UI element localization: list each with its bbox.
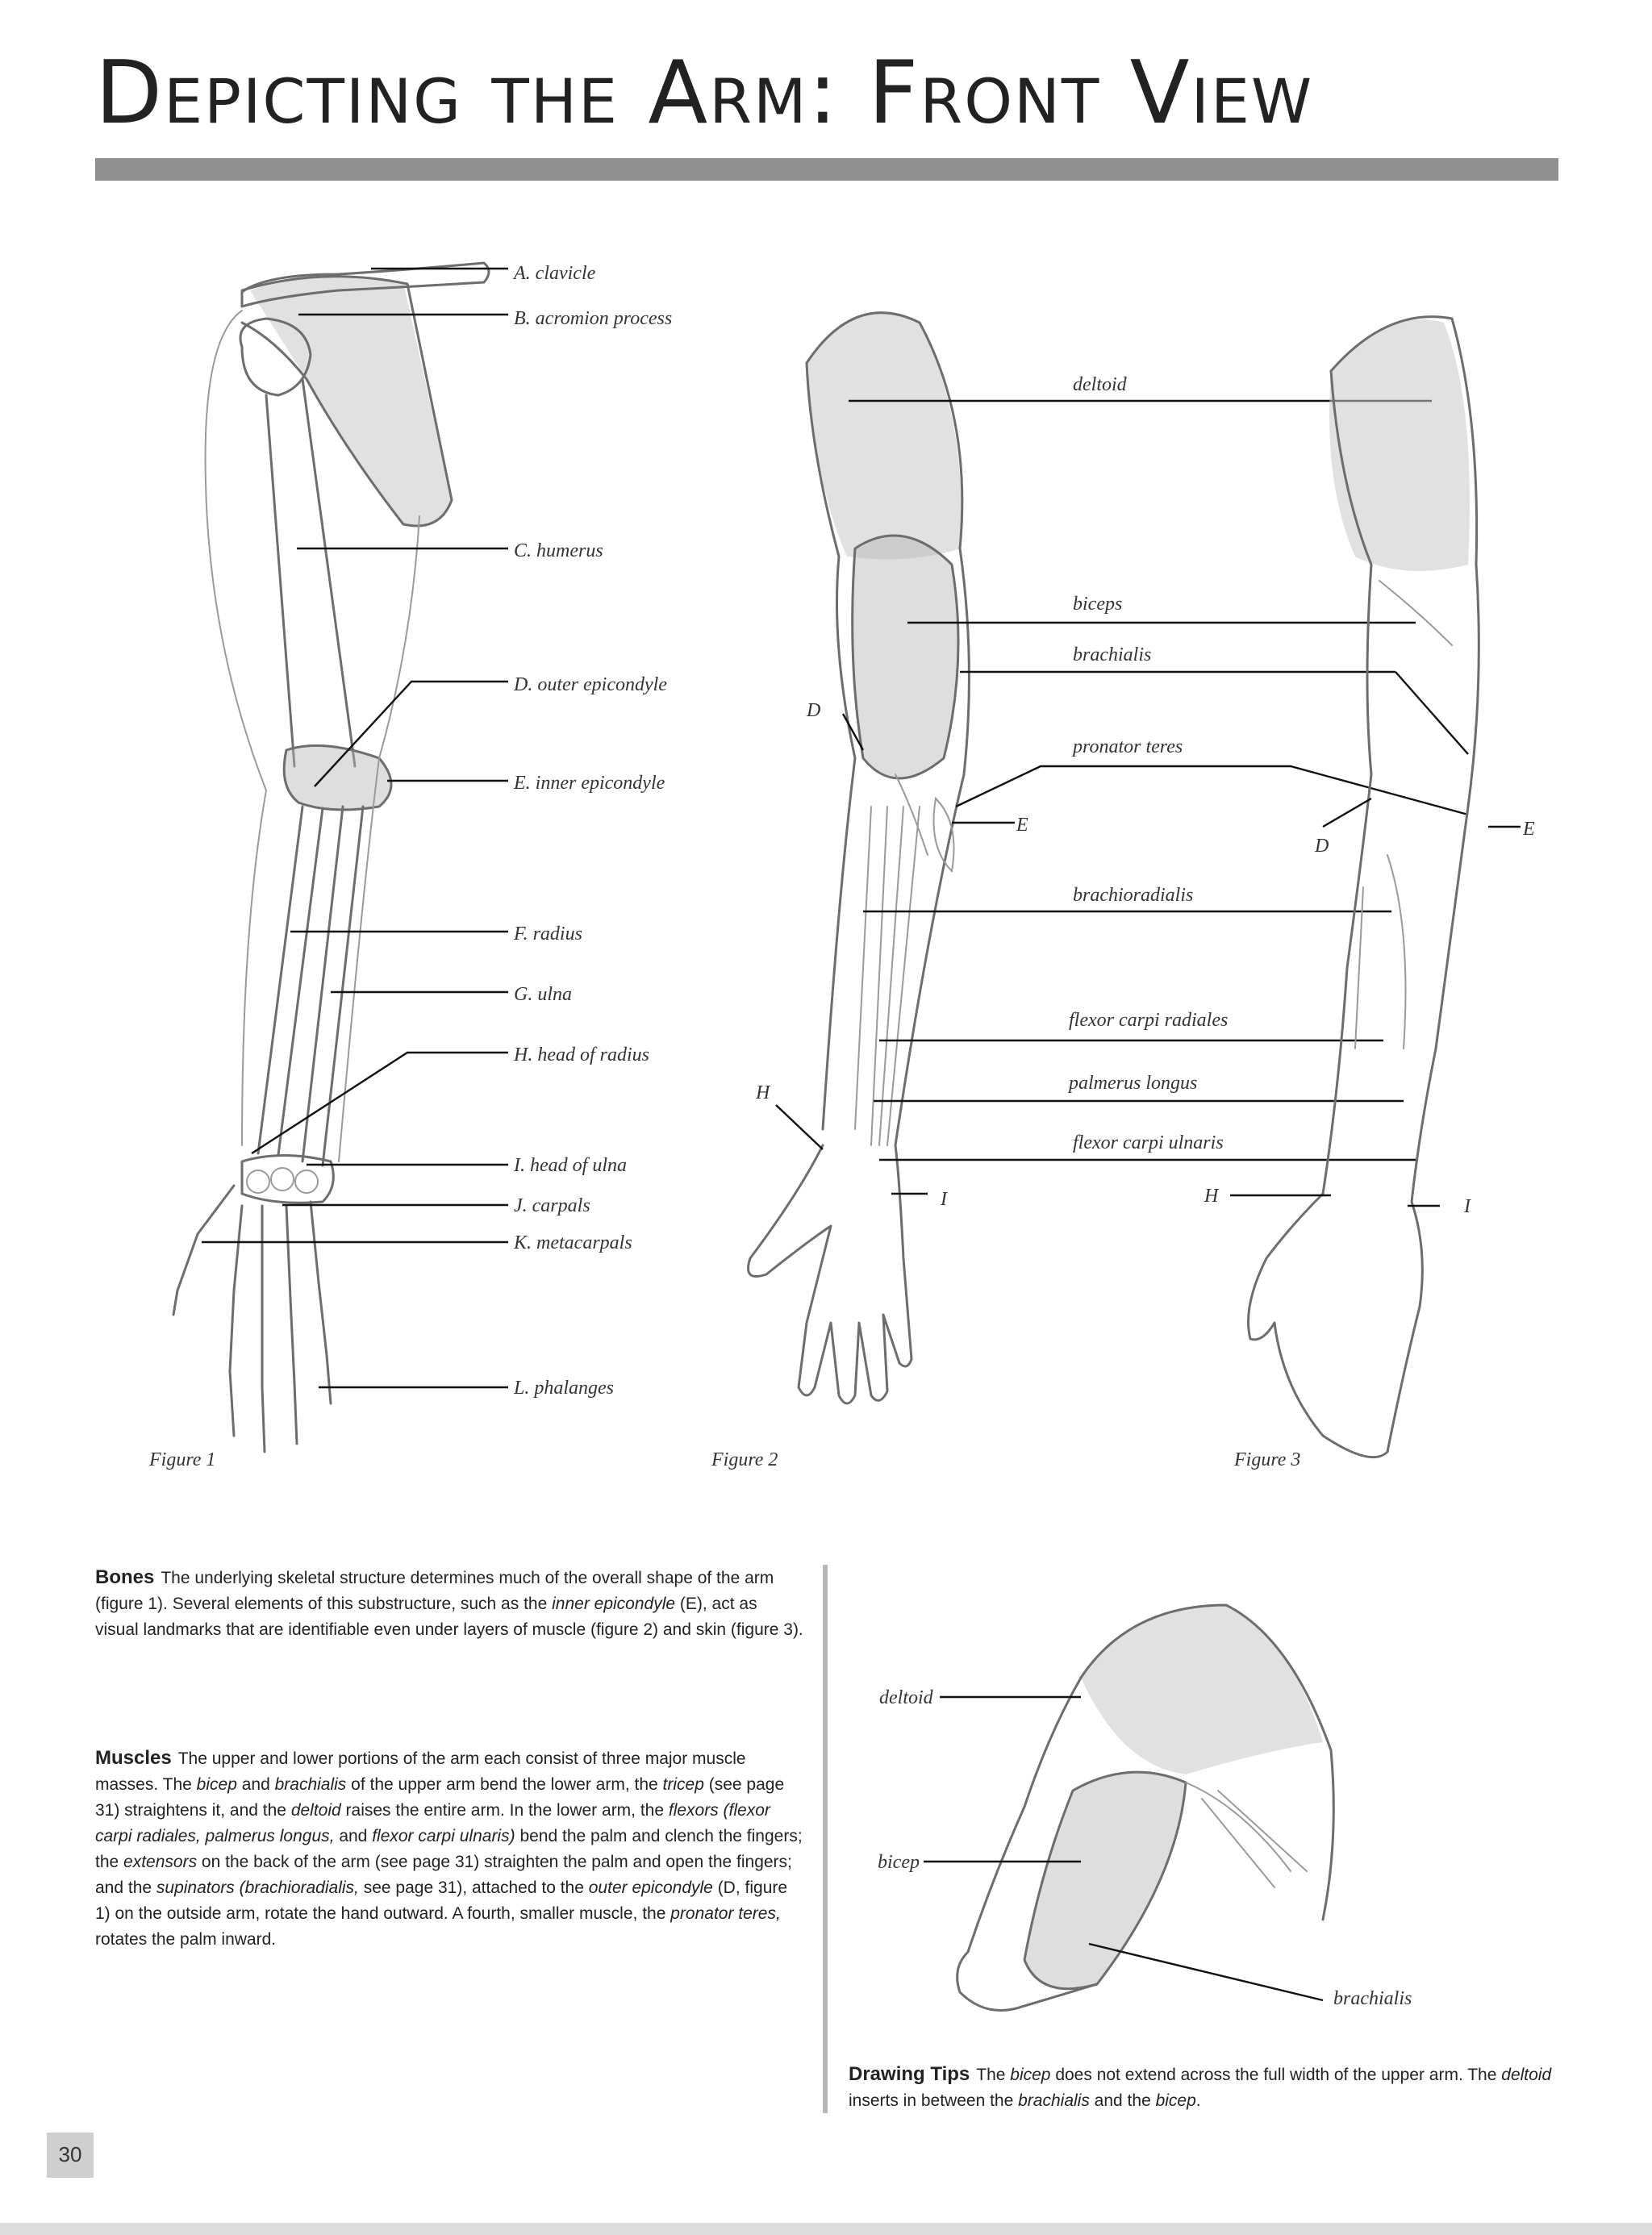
label-fig4-brachialis: brachialis (1333, 1988, 1412, 2009)
page-title: Depicting the Arm: Front View (95, 43, 1314, 144)
figure-3-labels: D E H I Figure 3 (1204, 819, 1535, 1470)
m-t3: and (236, 1775, 275, 1794)
page-number-box (47, 2133, 94, 2178)
figure-1-leaders (202, 267, 508, 1389)
label-fig4-bicep: bicep (878, 1852, 920, 1873)
label-fig2-d: D (806, 700, 820, 721)
tips-t7: and the (1089, 2091, 1156, 2110)
label-carpals: J. carpals (514, 1195, 590, 1216)
m-t9: raises the entire arm. In the lower arm,… (340, 1801, 669, 1820)
m-t2: bicep (196, 1775, 237, 1794)
label-humerus: C. humerus (514, 540, 603, 561)
figure-2-caption: Figure 2 (711, 1449, 778, 1470)
figure-4-leaders (924, 1695, 1324, 2002)
label-ulna: G. ulna (514, 984, 572, 1005)
figure-3-skin-drawing (1247, 315, 1480, 1459)
m-t17: see page 31), attached to the (358, 1878, 589, 1897)
bones-text-2: inner epicondyle (552, 1595, 676, 1613)
label-fig4-deltoid: deltoid (879, 1687, 934, 1708)
figure-4-shoulder-drawing (956, 1603, 1335, 2012)
label-flexor-carpi-radiales: flexor carpi radiales (1069, 1010, 1228, 1031)
figure-3-leaders (1230, 797, 1521, 1207)
label-brachioradialis: brachioradialis (1073, 885, 1193, 906)
label-clavicle: A. clavicle (512, 263, 596, 284)
bones-heading: Bones (95, 1566, 155, 1588)
m-t19: (D, figure 1) on the outside arm, rotate… (95, 1878, 788, 1923)
m-t8: deltoid (290, 1801, 341, 1820)
figure-1-labels: A. clavicle B. acromion process C. humer… (148, 263, 672, 1470)
tips-t2: bicep (1010, 2066, 1051, 2084)
label-fig3-h: H (1204, 1186, 1220, 1207)
label-palmerus-longus: palmerus longus (1067, 1073, 1197, 1094)
m-t11: and (334, 1827, 373, 1845)
tips-t6: brachialis (1018, 2091, 1090, 2110)
tips-t8: bicep (1155, 2091, 1196, 2110)
tips-t4: deltoid (1501, 2066, 1552, 2084)
drawing-tips-paragraph: Drawing Tips The bicep does not extend ac… (849, 2062, 1558, 2114)
m-t13: bend the palm and clench the fingers; th… (95, 1827, 803, 1871)
label-inner-epicondyle: E. inner epicondyle (513, 773, 665, 794)
label-deltoid: deltoid (1073, 374, 1128, 395)
tips-heading: Drawing Tips (849, 2063, 970, 2085)
label-head-of-ulna: I. head of ulna (513, 1155, 627, 1176)
m-t10: flexors (flexor carpi radiales, palmerus… (95, 1801, 770, 1845)
tips-t1: The (976, 2066, 1011, 2084)
tips-t9: . (1195, 2091, 1201, 2110)
figure-2-labels: deltoid biceps brachialis pronator teres… (711, 374, 1228, 1470)
label-phalanges: L. phalanges (513, 1378, 614, 1399)
m-t5: of the upper arm bend the lower arm, the (346, 1775, 663, 1794)
m-t4: brachialis (274, 1775, 347, 1794)
m-t20: pronator teres, (670, 1904, 781, 1923)
m-t15: on the back of the arm (see page 31) str… (95, 1853, 792, 1897)
figure-3-caption: Figure 3 (1233, 1449, 1300, 1470)
label-fig3-d: D (1314, 836, 1329, 857)
m-t14: extensors (123, 1853, 198, 1871)
label-biceps: biceps (1073, 594, 1122, 615)
m-t21: rotates the palm inward. (95, 1930, 277, 1949)
bones-text-3: (E), act as visual landmarks that are id… (95, 1595, 803, 1639)
label-fig2-e: E (1016, 815, 1028, 836)
column-divider (823, 1565, 828, 2113)
bottom-rule (0, 2223, 1652, 2235)
m-t6: tricep (662, 1775, 704, 1794)
m-t7: (see page 31) straightens it, and the (95, 1775, 785, 1820)
figure-4-labels: deltoid bicep brachialis (878, 1687, 1412, 2009)
figure-1-caption: Figure 1 (148, 1449, 215, 1470)
label-brachialis: brachialis (1073, 644, 1151, 665)
label-fig3-i: I (1463, 1196, 1471, 1217)
title-rule (95, 158, 1558, 181)
tips-t5: inserts in between the (849, 2091, 1019, 2110)
label-fig2-i: I (940, 1189, 948, 1210)
muscles-heading: Muscles (95, 1747, 172, 1769)
m-t16: supinators (brachioradialis, (156, 1878, 359, 1897)
label-radius: F. radius (513, 924, 582, 944)
figure-2-muscle-drawing (747, 311, 970, 1405)
m-t18: outer epicondyle (588, 1878, 713, 1897)
page-number: 30 (58, 2142, 82, 2166)
label-fig3-e: E (1522, 819, 1535, 840)
bones-text-1: The underlying skeletal structure determ… (95, 1569, 774, 1613)
label-fig2-h: H (755, 1082, 771, 1103)
label-acromion-process: B. acromion process (514, 308, 672, 329)
label-metacarpals: K. metacarpals (513, 1232, 632, 1253)
m-t12: flexor carpi ulnaris) (372, 1827, 515, 1845)
label-pronator-teres: pronator teres (1071, 736, 1183, 757)
label-flexor-carpi-ulnaris: flexor carpi ulnaris (1073, 1132, 1224, 1153)
label-head-of-radius: H. head of radius (513, 1045, 649, 1065)
label-outer-epicondyle: D. outer epicondyle (513, 674, 667, 695)
m-t1: The upper and lower portions of the arm … (95, 1749, 746, 1794)
figure-1-skeleton-drawing (172, 261, 490, 1453)
tips-t3: does not extend across the full width of… (1050, 2066, 1502, 2084)
